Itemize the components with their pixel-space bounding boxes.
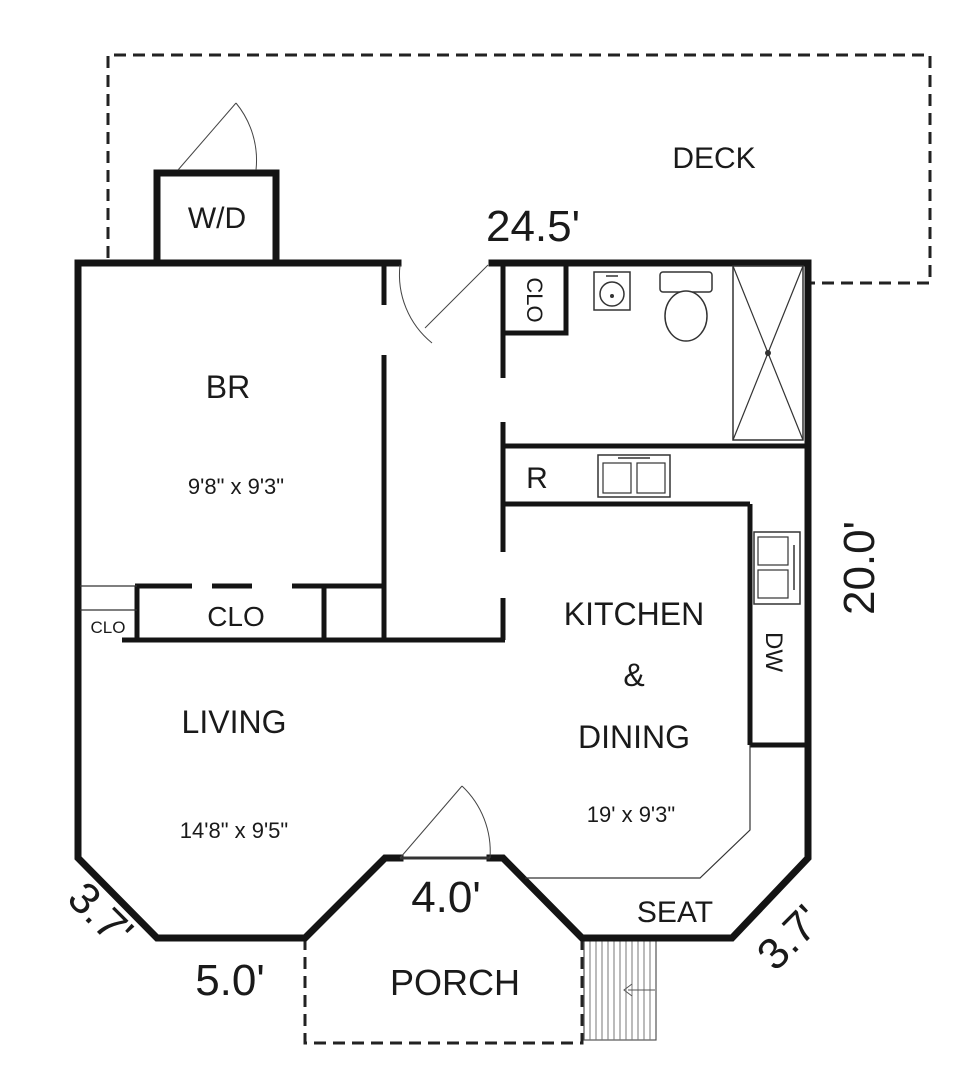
kitchen-sink-2 [753,531,801,605]
front-door [399,785,491,860]
hall-door [398,264,489,344]
living-size: 14'8" x 9'5" [180,818,288,843]
br-size: 9'8" x 9'3" [188,474,284,499]
exterior-walls [74,259,812,942]
kitchen-label-3: DINING [578,719,690,755]
living-label: LIVING [182,704,287,740]
dw-label: DW [760,632,787,672]
deck-label: DECK [672,142,755,175]
bay-left-diagonal-dimension: 3.7' [58,873,142,957]
shower [732,265,804,441]
kitchen-size: 19' x 9'3" [587,802,675,827]
r-label: R [526,462,548,495]
wd-label: W/D [188,202,246,235]
steps [583,939,657,1041]
kitchen-sink [597,454,671,498]
br-label: BR [206,369,250,405]
clo-small-label: CLO [91,618,126,637]
interior-walls [80,266,806,879]
top-width-dimension: 24.5' [486,202,580,251]
right-height-dimension: 20.0' [835,521,884,615]
toilet [659,271,713,342]
bathroom-sink [593,271,631,311]
porch-label: PORCH [390,962,520,1003]
porch-width-dimension: 4.0' [411,873,481,922]
seat-label: SEAT [637,896,713,929]
bay-bottom-dimension: 5.0' [195,956,265,1005]
kitchen-label-2: & [623,657,644,693]
clo-br-label: CLO [207,601,265,632]
deck-outline [106,53,932,285]
clo-top-label: CLO [522,277,547,322]
kitchen-label-1: KITCHEN [564,596,704,632]
wd-closet [153,102,280,267]
